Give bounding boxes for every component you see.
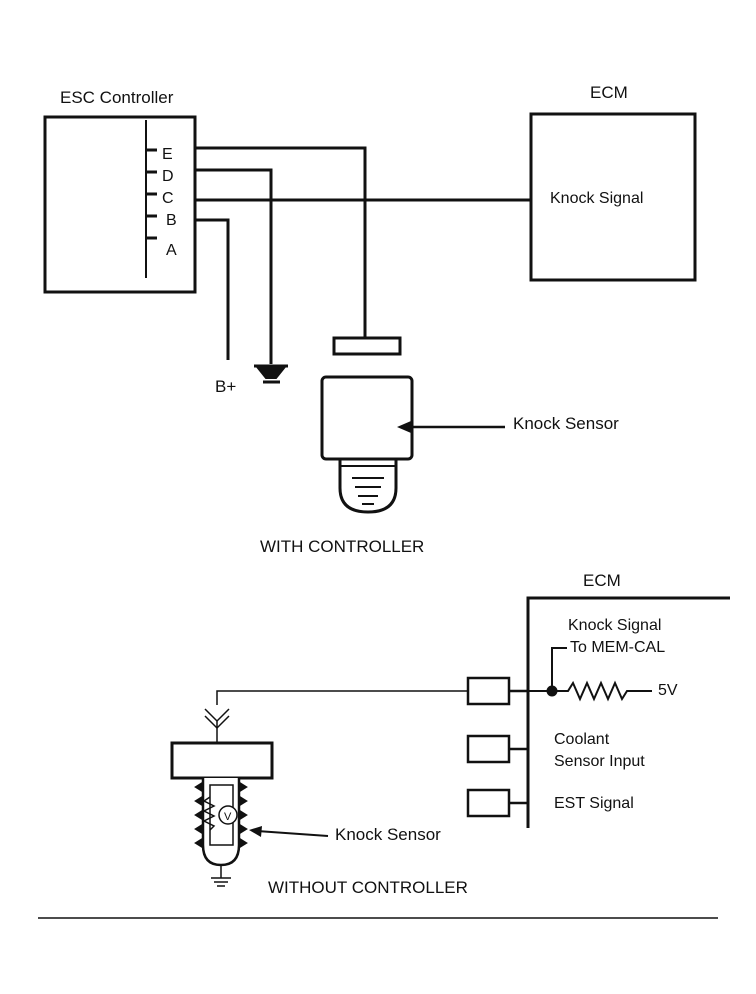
ecm-input-lines [509, 689, 528, 805]
knock-sensor-pointer-bottom [256, 830, 329, 837]
sensor-ground-icon [211, 865, 231, 887]
knock-sensor-label-top: Knock Sensor [513, 414, 619, 433]
caption-with-controller: WITH CONTROLLER [260, 537, 424, 556]
knock-input-box [466, 676, 511, 706]
knock-signal-line1: Knock Signal [568, 617, 661, 634]
knock-signal-circuit [528, 647, 652, 702]
resistor-icon [552, 680, 640, 702]
b-plus-label: B+ [215, 377, 236, 396]
ecm-boundary-bottom [526, 596, 730, 828]
coolant-label-line1: Coolant [554, 731, 610, 748]
est-signal-label: EST Signal [554, 795, 634, 812]
arrow-head-icon [397, 421, 411, 433]
ecm-knock-signal-label: Knock Signal [550, 190, 643, 207]
top-wires [195, 146, 531, 364]
pin-label-e: E [162, 146, 173, 163]
ecm-title-bottom: ECM [583, 571, 621, 590]
esc-controller-title: ESC Controller [60, 88, 174, 107]
esc-pin-stubs [146, 148, 157, 240]
knock-sensor-label-bottom: Knock Sensor [335, 825, 441, 844]
knock-sensor-tip [338, 459, 398, 514]
internal-resistor-icon [202, 796, 216, 831]
pin-label-c: C [162, 190, 174, 207]
voltage-source-icon [218, 805, 238, 825]
sensor-connector-icon [204, 708, 230, 743]
coolant-label-line2: Sensor Input [554, 753, 645, 770]
pin-label-d: D [162, 168, 174, 185]
knock-sensor-body [320, 375, 414, 461]
knock-sensor-connector [332, 336, 402, 356]
wire-d [195, 168, 273, 364]
wire-e [195, 146, 367, 338]
ecm-box-top [529, 112, 697, 282]
esc-controller-box [43, 115, 197, 294]
ecm-title-top: ECM [590, 83, 628, 102]
five-volt-label: 5V [658, 682, 678, 699]
wire-b [195, 218, 230, 360]
with-controller-section: ESC Controller E D C B A B+ [43, 83, 697, 556]
coolant-input-box [466, 734, 511, 764]
arrow-head-icon [249, 826, 262, 837]
without-controller-section: ECM Knock Signal To MEM-CAL 5V Coolant S… [170, 571, 730, 897]
knock-sensor-body-bottom [170, 741, 274, 780]
sensor-internal-schematic [202, 784, 238, 846]
ground-icon [254, 364, 288, 384]
knock-signal-line2: To MEM-CAL [570, 639, 665, 656]
caption-without-controller: WITHOUT CONTROLLER [268, 878, 468, 897]
voltage-symbol: V [224, 811, 232, 823]
sensor-signal-wire [216, 690, 468, 705]
pin-label-a: A [166, 242, 177, 259]
est-input-box [466, 788, 511, 818]
pin-label-b: B [166, 212, 177, 229]
